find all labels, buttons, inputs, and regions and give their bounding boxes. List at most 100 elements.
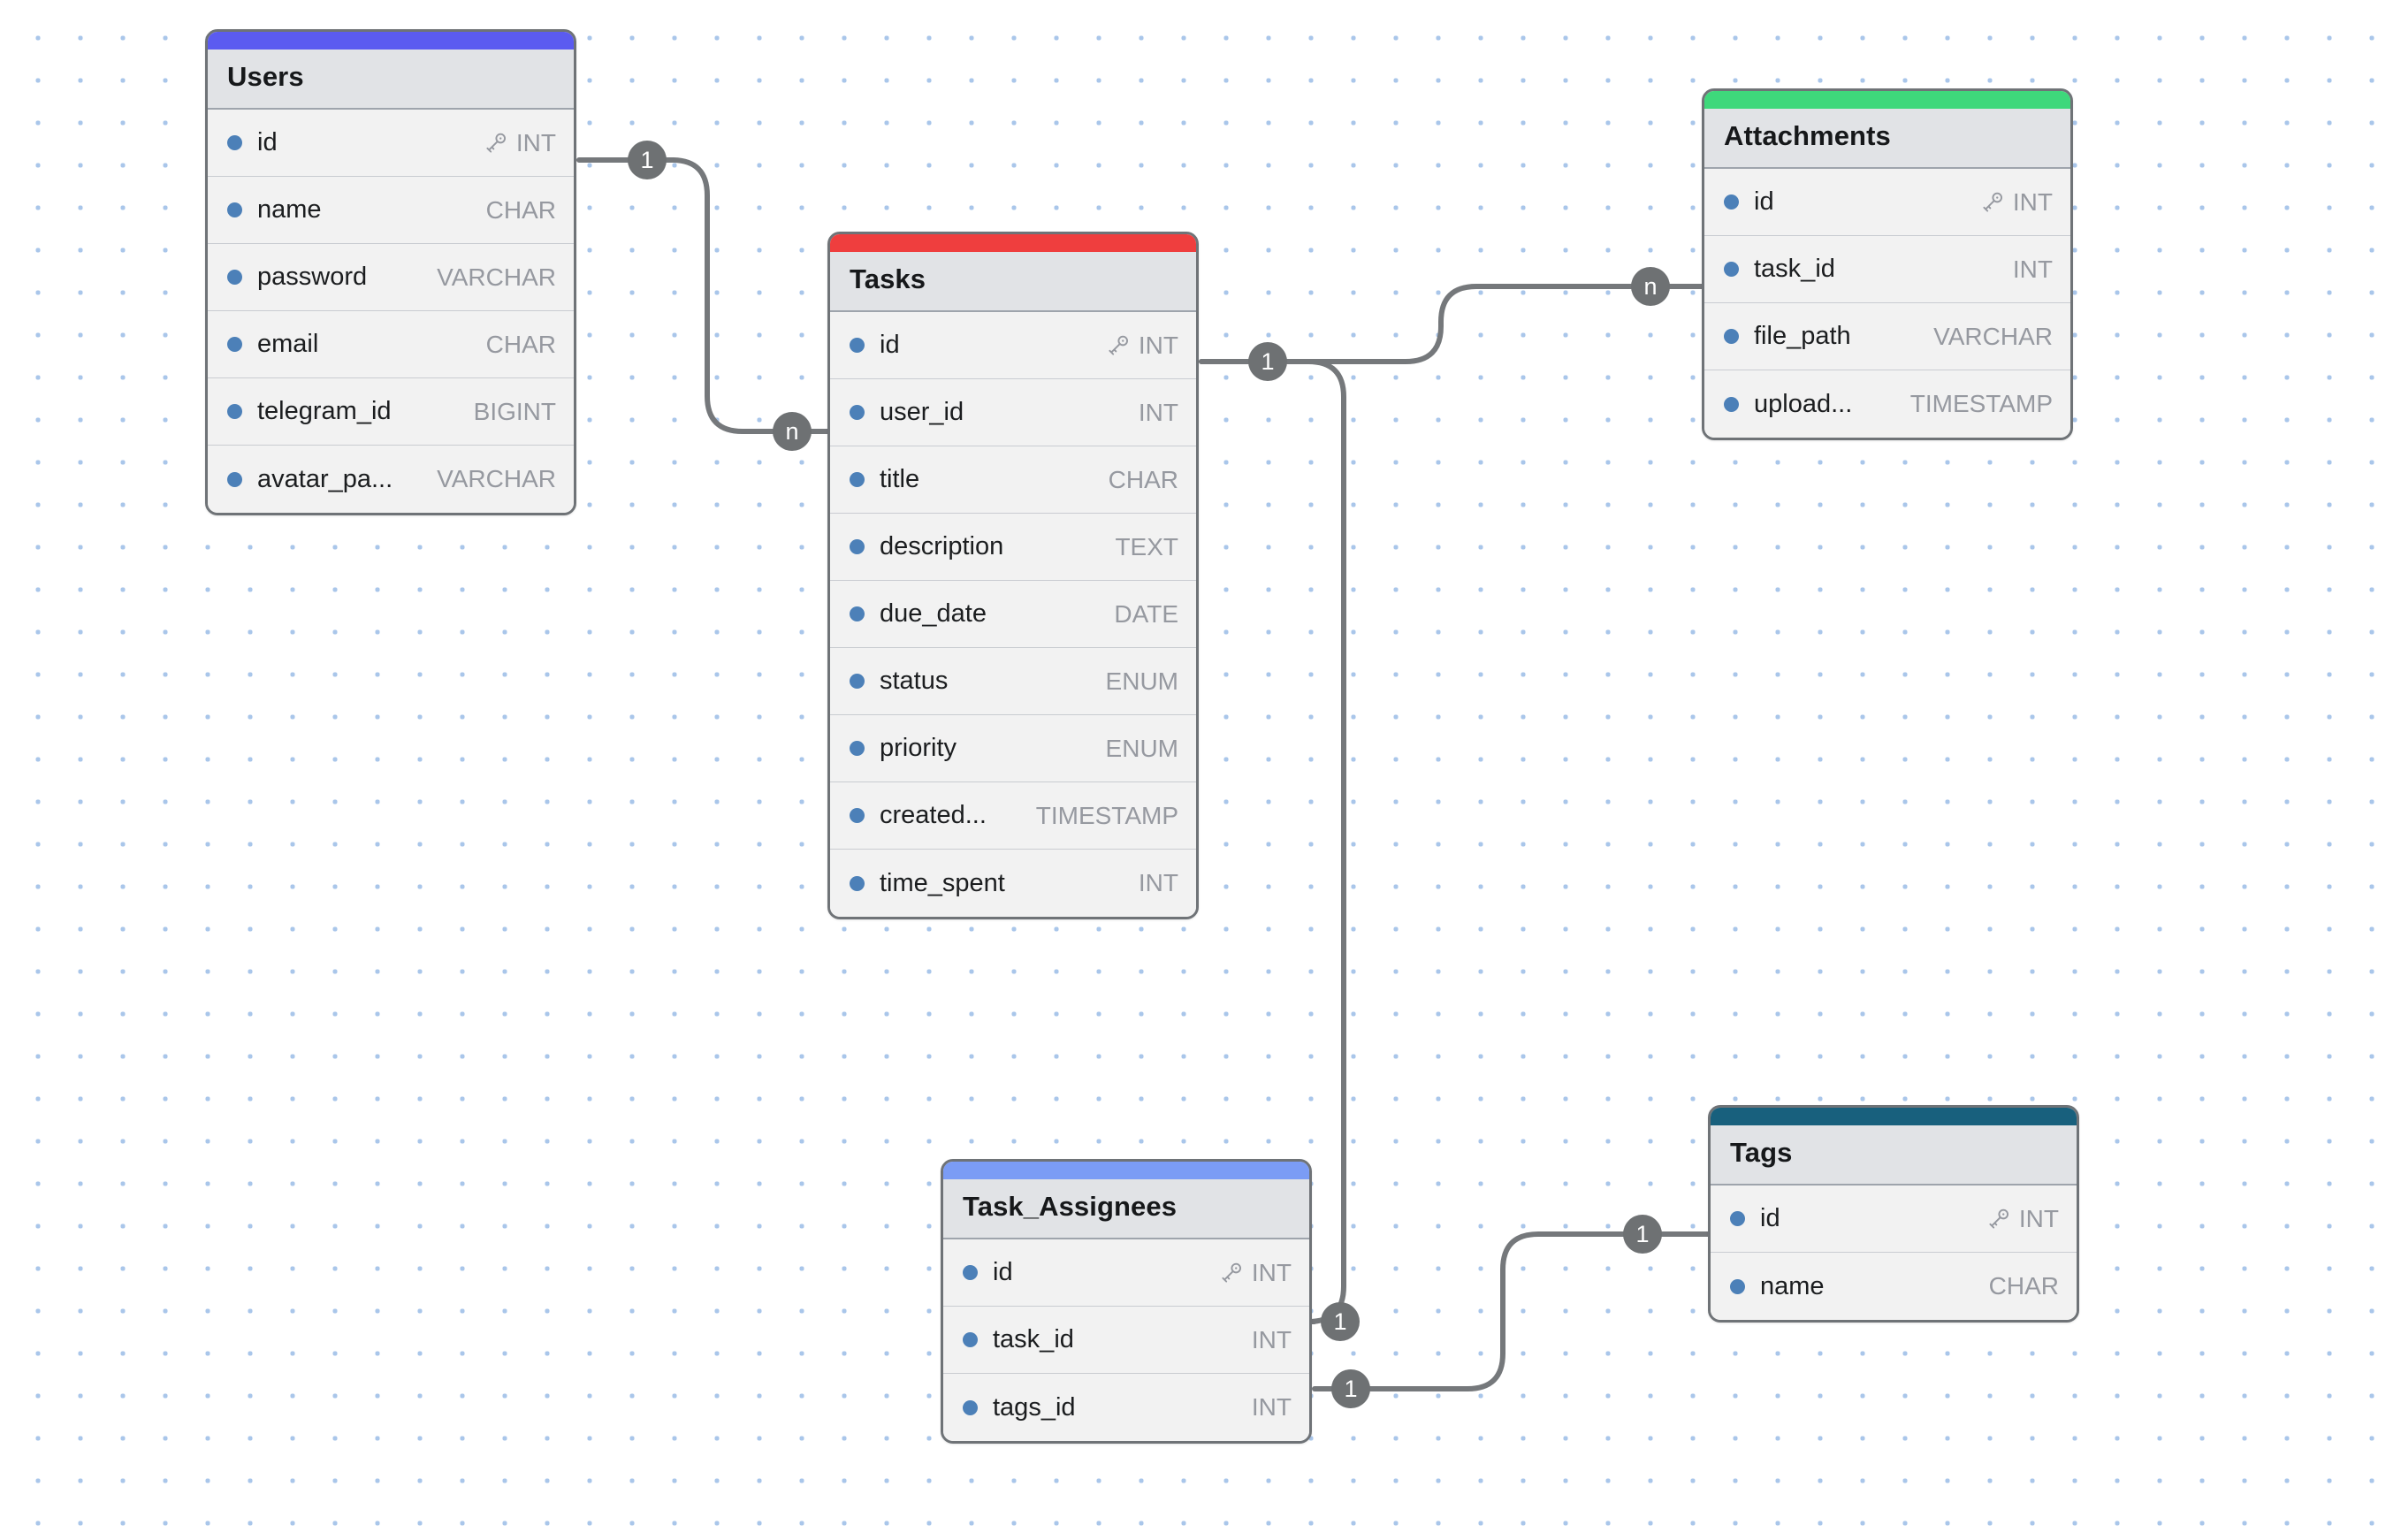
field-name: id	[993, 1258, 1013, 1286]
field-type: CHAR	[1108, 465, 1178, 493]
field-type: INT	[1251, 1325, 1292, 1353]
field-type: INT	[1138, 331, 1178, 359]
field-bullet-icon	[1724, 194, 1739, 210]
entity-field-row[interactable]: priority ENUM	[830, 715, 1196, 782]
field-meta: INT	[1969, 188, 2053, 217]
entity-accent-bar	[1704, 91, 2070, 109]
field-name: password	[257, 263, 368, 291]
field-name: name	[1760, 1271, 1825, 1300]
cardinality-badge[interactable]: n	[1631, 267, 1670, 306]
field-bullet-icon	[1724, 262, 1739, 277]
primary-key-icon	[1222, 1262, 1241, 1283]
entity-accent-bar	[830, 234, 1196, 252]
field-name: user_id	[880, 398, 964, 426]
entity-title: Task_Assignees	[963, 1191, 1178, 1222]
entity-field-row[interactable]: avatar_pa... VARCHAR	[208, 446, 574, 513]
entity-title: Attachments	[1724, 120, 1891, 151]
entity-title-band[interactable]: Users	[208, 50, 574, 110]
field-bullet-icon	[227, 270, 242, 285]
entity-field-row[interactable]: created...TIMESTAMP	[830, 782, 1196, 850]
cardinality-badge[interactable]: 1	[628, 141, 667, 179]
primary-key-icon	[1109, 335, 1128, 355]
entity-field-row[interactable]: user_id INT	[830, 379, 1196, 446]
entity-title-band[interactable]: Task_Assignees	[943, 1179, 1309, 1239]
entity-title-band[interactable]: Tags	[1711, 1125, 2077, 1185]
field-name: created...	[880, 801, 987, 829]
field-name: id	[1760, 1204, 1780, 1232]
cardinality-badge[interactable]: 1	[1321, 1302, 1360, 1341]
field-meta: VARCHAR	[424, 263, 556, 292]
field-bullet-icon	[227, 404, 242, 419]
field-bullet-icon	[1730, 1211, 1745, 1226]
entity-field-row[interactable]: tags_id INT	[943, 1374, 1309, 1441]
entity-title-band[interactable]: Tasks	[830, 252, 1196, 312]
entity-field-row[interactable]: task_id INT	[943, 1307, 1309, 1374]
field-type: VARCHAR	[437, 263, 556, 291]
field-bullet-icon	[850, 875, 865, 891]
field-bullet-icon	[227, 202, 242, 217]
primary-key-icon	[1983, 192, 2002, 212]
entity-title-band[interactable]: Attachments	[1704, 109, 2070, 169]
field-meta: INT	[1975, 1205, 2059, 1233]
field-bullet-icon	[850, 606, 865, 621]
field-bullet-icon	[227, 135, 242, 150]
field-name: task_id	[993, 1325, 1074, 1353]
cardinality-badge[interactable]: 1	[1331, 1369, 1370, 1408]
field-bullet-icon	[963, 1332, 978, 1347]
field-name: id	[257, 128, 278, 156]
field-meta: DATE	[1101, 600, 1178, 629]
entity-field-row[interactable]: id INT	[1711, 1185, 2077, 1253]
field-name: avatar_pa...	[257, 464, 393, 493]
field-meta: CHAR	[1096, 466, 1178, 494]
entity-field-row[interactable]: password VARCHAR	[208, 244, 574, 311]
relationship-edge-users-tasks[interactable]	[576, 157, 830, 434]
field-meta: INT	[1239, 1393, 1292, 1422]
field-type: INT	[2012, 255, 2053, 283]
relationship-edge-task_assignees-tags[interactable]	[1312, 1231, 1711, 1391]
entity-field-row[interactable]: upload...TIMESTAMP	[1704, 370, 2070, 438]
field-name: tags_id	[993, 1392, 1076, 1422]
field-meta: ENUM	[1094, 667, 1178, 696]
field-bullet-icon	[227, 471, 242, 487]
field-type: INT	[1138, 398, 1178, 426]
field-meta: ENUM	[1094, 735, 1178, 763]
field-meta: VARCHAR	[424, 465, 556, 493]
primary-key-icon	[1989, 1208, 2008, 1229]
field-meta: CHAR	[474, 331, 556, 359]
field-bullet-icon	[227, 337, 242, 352]
field-meta: TIMESTAMP	[1898, 390, 2053, 418]
entity-title: Tags	[1730, 1137, 1793, 1168]
field-bullet-icon	[850, 808, 865, 823]
cardinality-badge[interactable]: 1	[1623, 1215, 1662, 1254]
field-name: priority	[880, 734, 957, 762]
cardinality-badge[interactable]: n	[773, 412, 812, 451]
field-bullet-icon	[850, 405, 865, 420]
cardinality-badge[interactable]: 1	[1248, 342, 1287, 381]
field-bullet-icon	[850, 338, 865, 353]
field-type: DATE	[1114, 599, 1178, 628]
